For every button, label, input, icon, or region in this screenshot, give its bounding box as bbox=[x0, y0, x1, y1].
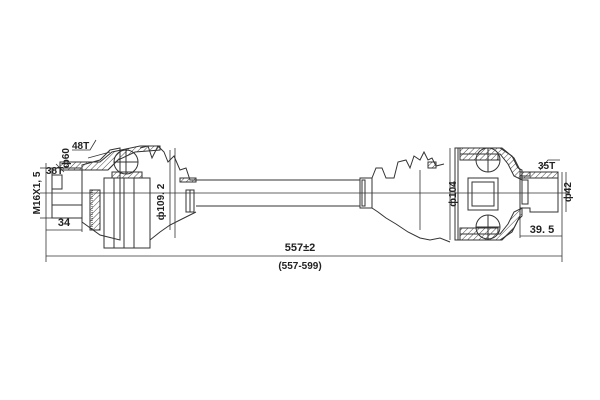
left-boot bbox=[139, 145, 197, 242]
dimension-labels: 557±2 (557-599) 34 39. 5 38T 48T 35T M16… bbox=[32, 141, 574, 272]
left-spline-teeth-label: 38T bbox=[46, 166, 63, 177]
right-joint-diameter-label: ф104 bbox=[447, 181, 459, 207]
length-range-label: (557-599) bbox=[278, 261, 321, 272]
right-joint-housing bbox=[454, 147, 523, 241]
left-thread-label: M16X1, 5 bbox=[32, 171, 43, 214]
main-shaft bbox=[196, 179, 360, 207]
abs-ring-teeth-label: 48T bbox=[72, 141, 89, 152]
abs-ring-diameter-label: ф60 bbox=[60, 148, 72, 168]
left-stub-length-label: 34 bbox=[58, 217, 71, 229]
right-stub-length-label: 39. 5 bbox=[530, 224, 554, 236]
left-cv-bearing bbox=[103, 149, 151, 249]
dimension-lines bbox=[40, 139, 567, 262]
right-cv-bearings bbox=[475, 147, 501, 240]
right-boot bbox=[359, 150, 451, 243]
left-outer-housing bbox=[59, 145, 161, 241]
overall-length-label: 557±2 bbox=[285, 242, 316, 254]
right-stub-diameter-label: ф42 bbox=[562, 182, 574, 202]
right-spline-teeth-label: 35T bbox=[538, 161, 555, 172]
left-boot-diameter-label: ф109. 2 bbox=[155, 183, 167, 220]
right-stub-shaft bbox=[519, 171, 559, 213]
